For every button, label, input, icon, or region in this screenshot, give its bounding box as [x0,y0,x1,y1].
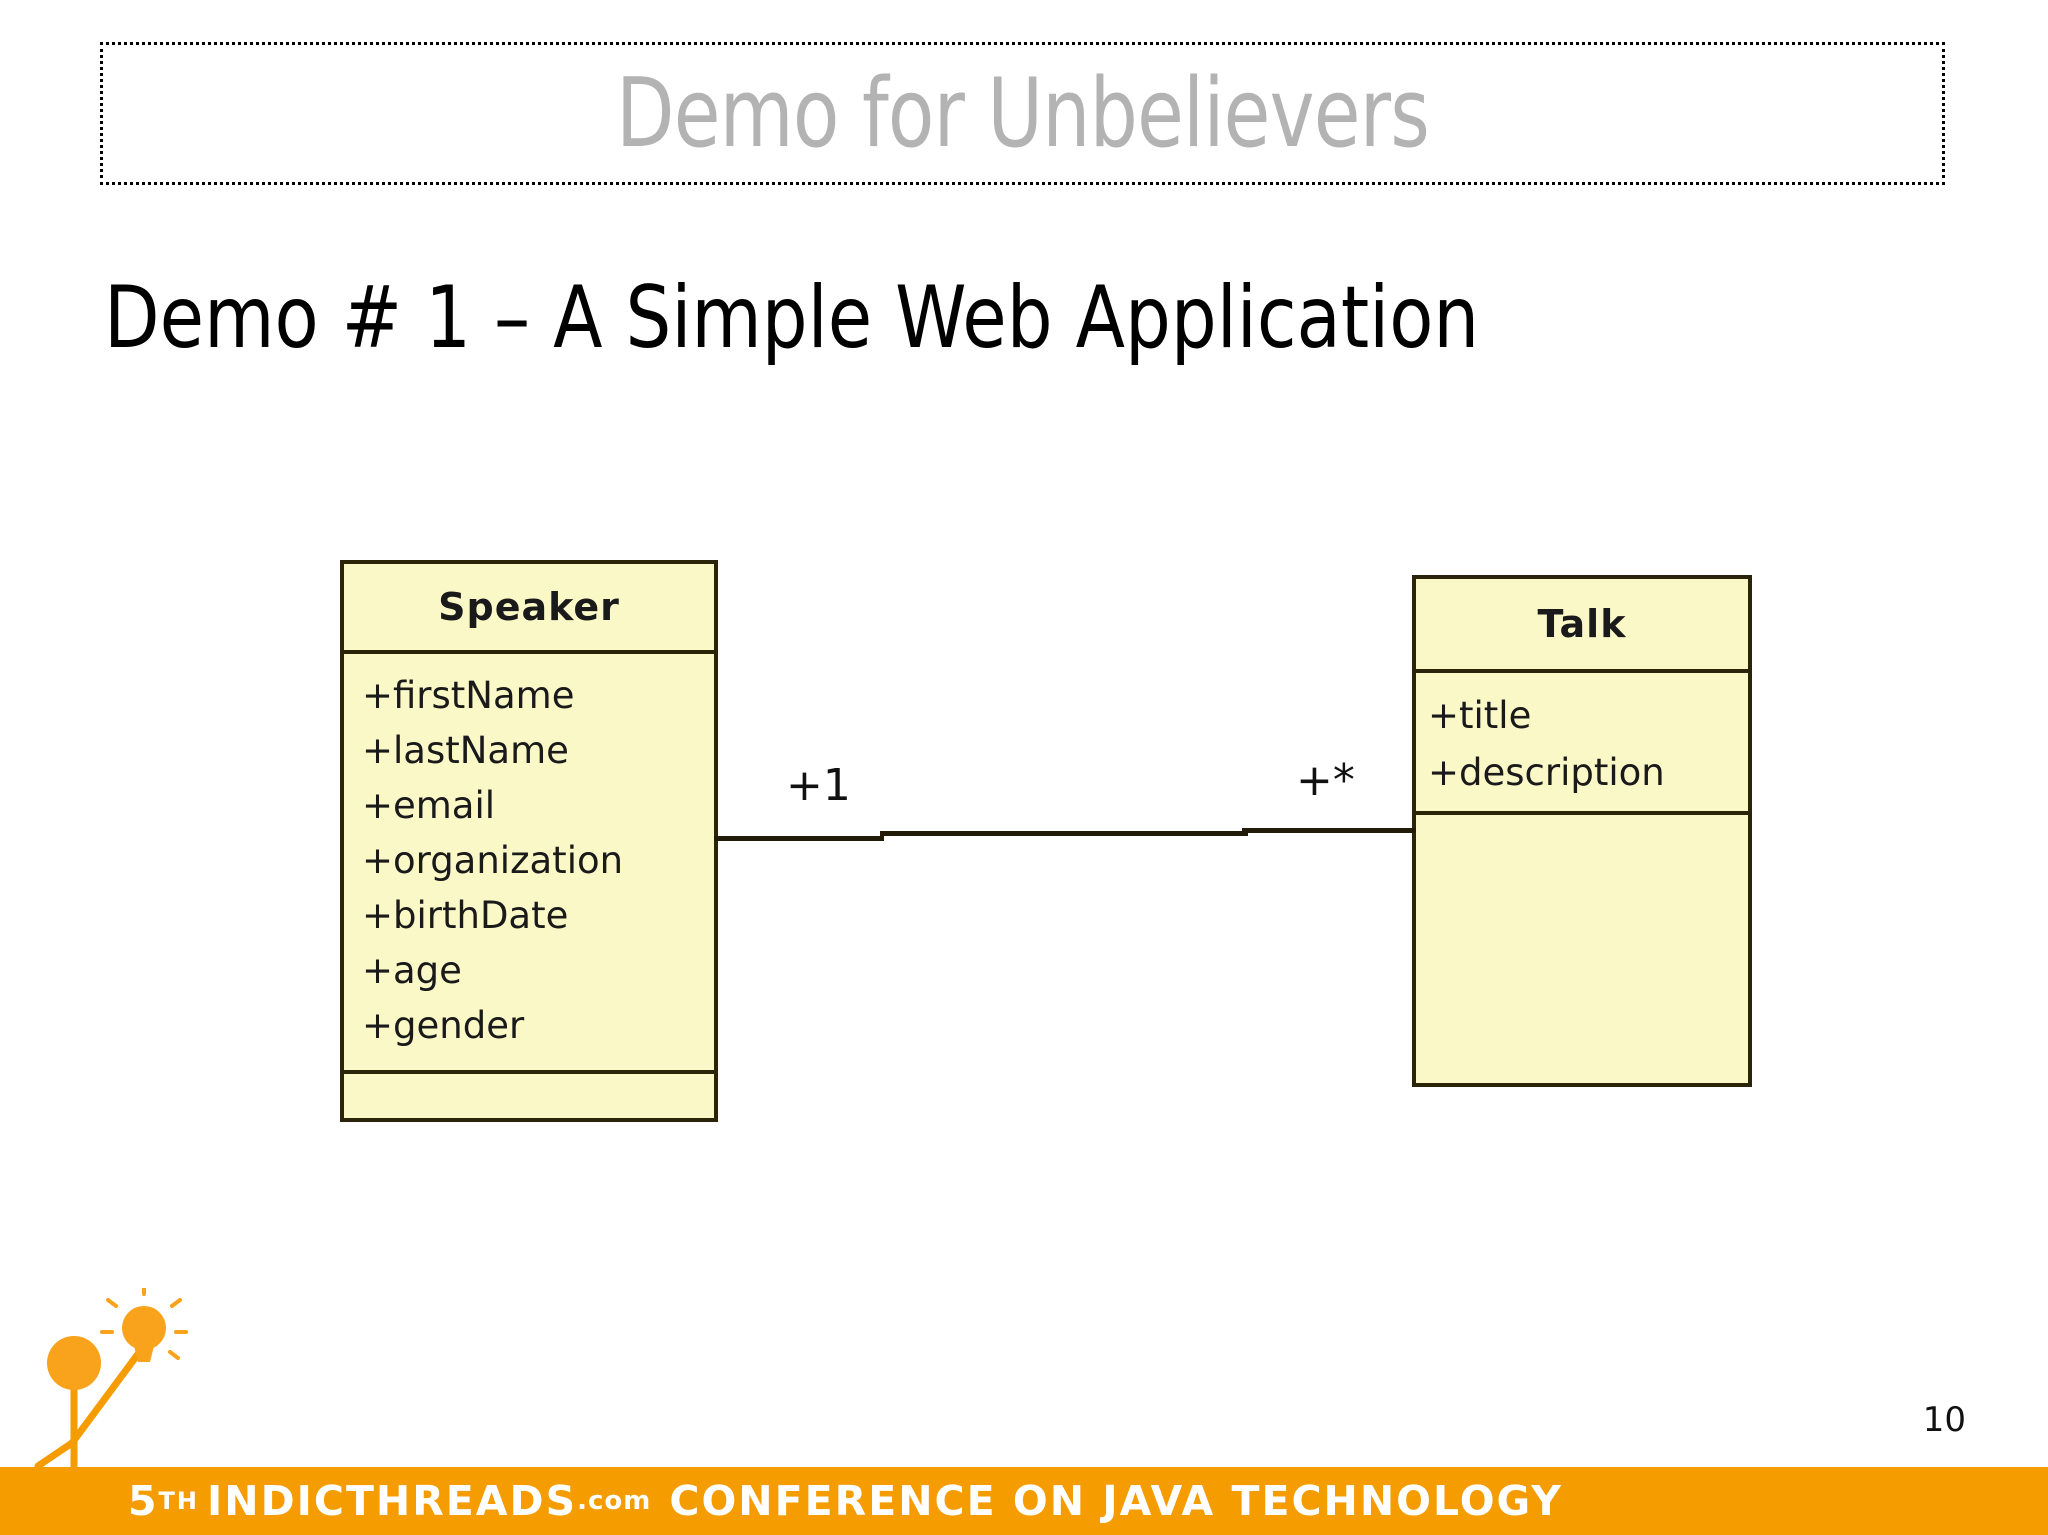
page-number: 10 [1922,1400,1966,1440]
logo-head [47,1336,101,1390]
association-line-segment [1242,828,1416,833]
association-multiplicity-target: +* [1296,755,1355,806]
footer-tagline: CONFERENCE ON JAVA TECHNOLOGY [669,1477,1563,1525]
page-title: Demo for Unbelievers [616,58,1430,169]
uml-method-compartment-talk [1416,815,1748,1083]
uml-class-name-talk: Talk [1416,579,1748,673]
footer-brand: INDICTHREADS [207,1477,578,1525]
association-multiplicity-source: +1 [786,760,851,811]
footer-ordinal: 5 [128,1477,159,1525]
association-line-segment [880,831,1248,836]
uml-class-speaker: Speaker +firstName +lastName +email +org… [340,560,718,1122]
uml-attribute: +title [1428,694,1532,737]
association-line-segment [714,836,884,841]
uml-class-talk: Talk +title +description [1412,575,1752,1087]
uml-attribute: +age [362,949,462,992]
uml-attribute: +birthDate [362,894,569,937]
uml-attribute: +gender [362,1004,525,1047]
uml-attribute-compartment-talk: +title +description [1416,673,1748,815]
uml-attribute: +organization [362,839,624,882]
footer-brand-suffix: .com [577,1486,652,1516]
footer-text: 5 TH INDICTHREADS .com CONFERENCE ON JAV… [128,1473,1563,1529]
slide-subtitle: Demo # 1 – A Simple Web Application [104,268,1480,368]
uml-attribute: +firstName [362,674,575,717]
title-placeholder-border [100,42,1945,185]
footer-banner [0,1467,2048,1535]
uml-class-name-speaker: Speaker [344,564,714,654]
lightbulb-icon [100,1288,188,1362]
uml-attribute: +description [1428,751,1665,794]
uml-attribute: +lastName [362,729,569,772]
uml-attribute-compartment-speaker: +firstName +lastName +email +organizatio… [344,654,714,1074]
uml-method-compartment-speaker [344,1074,714,1118]
footer-ordinal-suffix: TH [158,1487,199,1515]
uml-attribute: +email [362,784,496,827]
